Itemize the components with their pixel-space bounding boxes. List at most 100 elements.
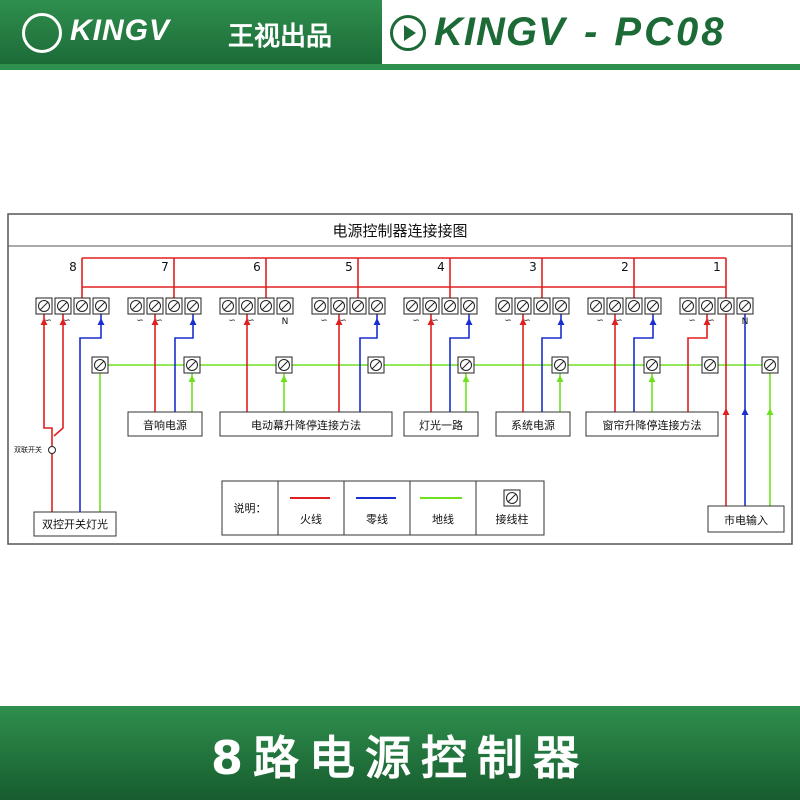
switch-lamp-box bbox=[33, 511, 117, 537]
wire bbox=[43, 314, 53, 446]
screw-slot bbox=[721, 301, 731, 311]
mains-input-box bbox=[707, 505, 785, 533]
screw-head-icon bbox=[186, 359, 198, 371]
screw-slot bbox=[96, 301, 106, 311]
diagram-title: 电源控制器连接接图 bbox=[332, 222, 467, 240]
screw-slot bbox=[683, 301, 693, 311]
device-label: 窗帘升降停连接方法 bbox=[603, 418, 702, 432]
screw-head-icon bbox=[720, 300, 732, 312]
screw-head-icon bbox=[463, 300, 475, 312]
screw-slot bbox=[315, 301, 325, 311]
screw-slot bbox=[39, 301, 49, 311]
arrow-icon bbox=[557, 318, 565, 325]
arrow-icon bbox=[465, 318, 473, 325]
screw-head-icon bbox=[590, 300, 602, 312]
device-label-box bbox=[127, 411, 203, 437]
screw-head-icon bbox=[241, 300, 253, 312]
arrow-icon bbox=[649, 318, 657, 325]
screw-slot bbox=[187, 360, 197, 370]
channel-number: 4 bbox=[437, 260, 445, 274]
screw-slot bbox=[464, 301, 474, 311]
arrow-icon bbox=[519, 318, 527, 325]
screw-slot bbox=[280, 301, 290, 311]
brand-name-right: KINGV bbox=[434, 10, 566, 54]
switch-mark: ∽ bbox=[504, 316, 512, 326]
screw-head-icon bbox=[260, 300, 272, 312]
screw-slot bbox=[353, 301, 363, 311]
channel-number: 1 bbox=[713, 260, 721, 274]
screw-slot bbox=[261, 301, 271, 311]
dual-switch-label: 双联开关 bbox=[14, 445, 42, 454]
arrow-icon bbox=[648, 375, 656, 382]
switch-mark: ∽ bbox=[431, 316, 439, 326]
switch-mark: ∽ bbox=[707, 316, 715, 326]
channel-number: 3 bbox=[529, 260, 537, 274]
screw-head-icon bbox=[647, 300, 659, 312]
screw-slot bbox=[131, 301, 141, 311]
arrow-icon bbox=[766, 408, 774, 415]
arrow-icon bbox=[462, 375, 470, 382]
screw-slot bbox=[461, 360, 471, 370]
device-label-box bbox=[219, 411, 393, 437]
neutral-mark: N bbox=[742, 317, 749, 327]
channel-number: 7 bbox=[161, 260, 169, 274]
arrow-icon bbox=[189, 318, 197, 325]
screw-slot bbox=[507, 493, 517, 503]
switch-mark: ∽ bbox=[228, 316, 236, 326]
channel-number: 8 bbox=[69, 260, 77, 274]
legend-box bbox=[221, 480, 545, 536]
wire bbox=[449, 314, 470, 412]
screw-head-icon bbox=[444, 300, 456, 312]
screw-head-icon bbox=[704, 359, 716, 371]
screw-slot bbox=[58, 301, 68, 311]
switch-mark: ∽ bbox=[136, 316, 144, 326]
screw-slot bbox=[629, 301, 639, 311]
screw-head-icon bbox=[554, 359, 566, 371]
wire bbox=[359, 314, 378, 412]
screw-slot bbox=[648, 301, 658, 311]
screw-head-icon bbox=[460, 359, 472, 371]
screw-slot bbox=[518, 301, 528, 311]
arrow-icon bbox=[59, 318, 67, 325]
screw-head-icon bbox=[371, 300, 383, 312]
header-banner: KINGV 王视出品 KINGV - PC08 bbox=[0, 0, 800, 72]
arrow-icon bbox=[151, 318, 159, 325]
play-logo-icon bbox=[390, 15, 426, 51]
screw-head-icon bbox=[506, 492, 518, 504]
device-label-box bbox=[585, 411, 719, 437]
screw-slot bbox=[372, 301, 382, 311]
screw-head-icon bbox=[536, 300, 548, 312]
device-label-box bbox=[403, 411, 479, 437]
arrow-icon bbox=[188, 375, 196, 382]
screw-slot bbox=[556, 301, 566, 311]
screw-head-icon bbox=[130, 300, 142, 312]
screw-slot bbox=[279, 360, 289, 370]
screw-slot bbox=[77, 301, 87, 311]
kingv-logo-icon bbox=[22, 13, 62, 53]
screw-head-icon bbox=[628, 300, 640, 312]
footer-banner bbox=[0, 706, 800, 800]
switch-mark: ∽ bbox=[688, 316, 696, 326]
device-label: 灯光一路 bbox=[419, 418, 463, 432]
screw-slot bbox=[702, 301, 712, 311]
brand-banner: KINGV 王视出品 bbox=[0, 0, 382, 64]
device-label-box bbox=[495, 411, 571, 437]
screw-head-icon bbox=[352, 300, 364, 312]
screw-head-icon bbox=[646, 359, 658, 371]
screw-head-icon bbox=[425, 300, 437, 312]
switch-lamp-label: 双控开关灯光 bbox=[42, 517, 108, 531]
arrow-icon bbox=[335, 318, 343, 325]
arrow-icon bbox=[243, 318, 251, 325]
screw-head-icon bbox=[701, 300, 713, 312]
wire bbox=[541, 314, 562, 412]
screw-slot bbox=[169, 301, 179, 311]
screw-head-icon bbox=[682, 300, 694, 312]
brand-slogan: 王视出品 bbox=[228, 22, 333, 52]
screw-head-icon bbox=[95, 300, 107, 312]
screw-head-icon bbox=[333, 300, 345, 312]
screw-slot bbox=[647, 360, 657, 370]
channel-number: 2 bbox=[621, 260, 629, 274]
screw-slot bbox=[705, 360, 715, 370]
arrow-icon bbox=[40, 318, 48, 325]
screw-slot bbox=[426, 301, 436, 311]
